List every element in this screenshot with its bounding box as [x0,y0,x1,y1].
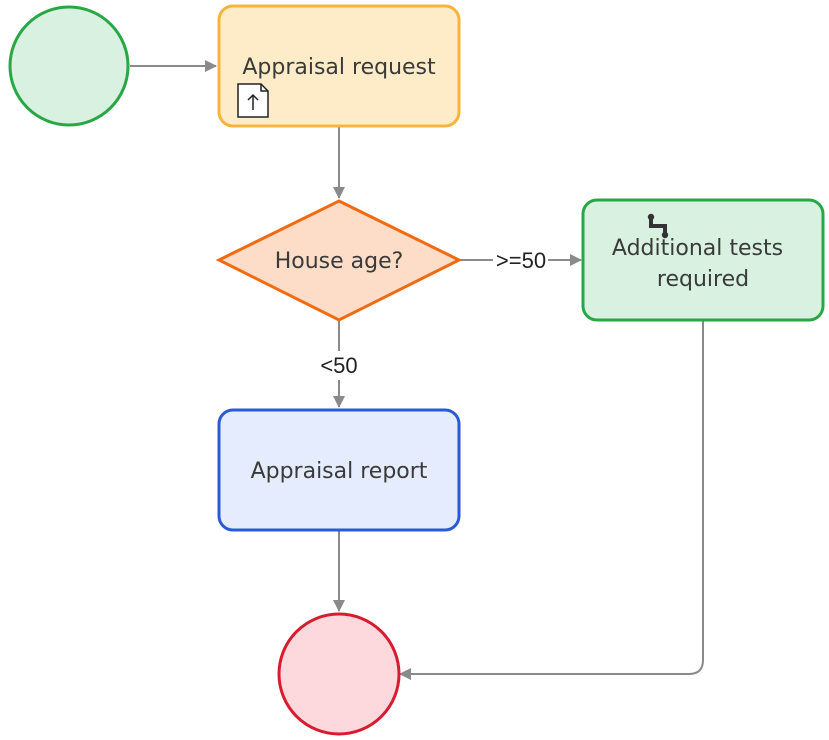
edge-label-lt50: <50 [320,353,357,378]
task-appraisal-report[interactable]: Appraisal report [217,408,461,532]
gateway-house-age-label: House age? [275,249,404,274]
edge-tests-to-end[interactable] [399,321,704,680]
task-appraisal-request[interactable]: Appraisal request [217,4,461,128]
task-additional-tests[interactable]: Additional tests required [581,198,825,322]
task-appraisal-request-box[interactable] [217,4,461,128]
file-upload-icon [237,83,269,118]
task-appraisal-request-label: Appraisal request [242,55,436,80]
edge-label-ge50: >=50 [496,248,546,273]
gateway-house-age-shape[interactable] [215,199,463,322]
start-event[interactable] [8,5,130,127]
end-event[interactable] [277,612,401,736]
task-additional-tests-box[interactable] [581,198,825,322]
gateway-house-age[interactable]: House age? [215,199,463,322]
task-appraisal-report-box[interactable] [217,408,461,532]
task-additional-tests-label-line1: Additional tests [612,236,783,261]
task-additional-tests-label-line2: required [657,267,749,292]
task-additional-tests-label: Additional tests required [612,236,790,292]
integration-icon [647,213,669,239]
task-appraisal-report-label: Appraisal report [251,459,428,484]
